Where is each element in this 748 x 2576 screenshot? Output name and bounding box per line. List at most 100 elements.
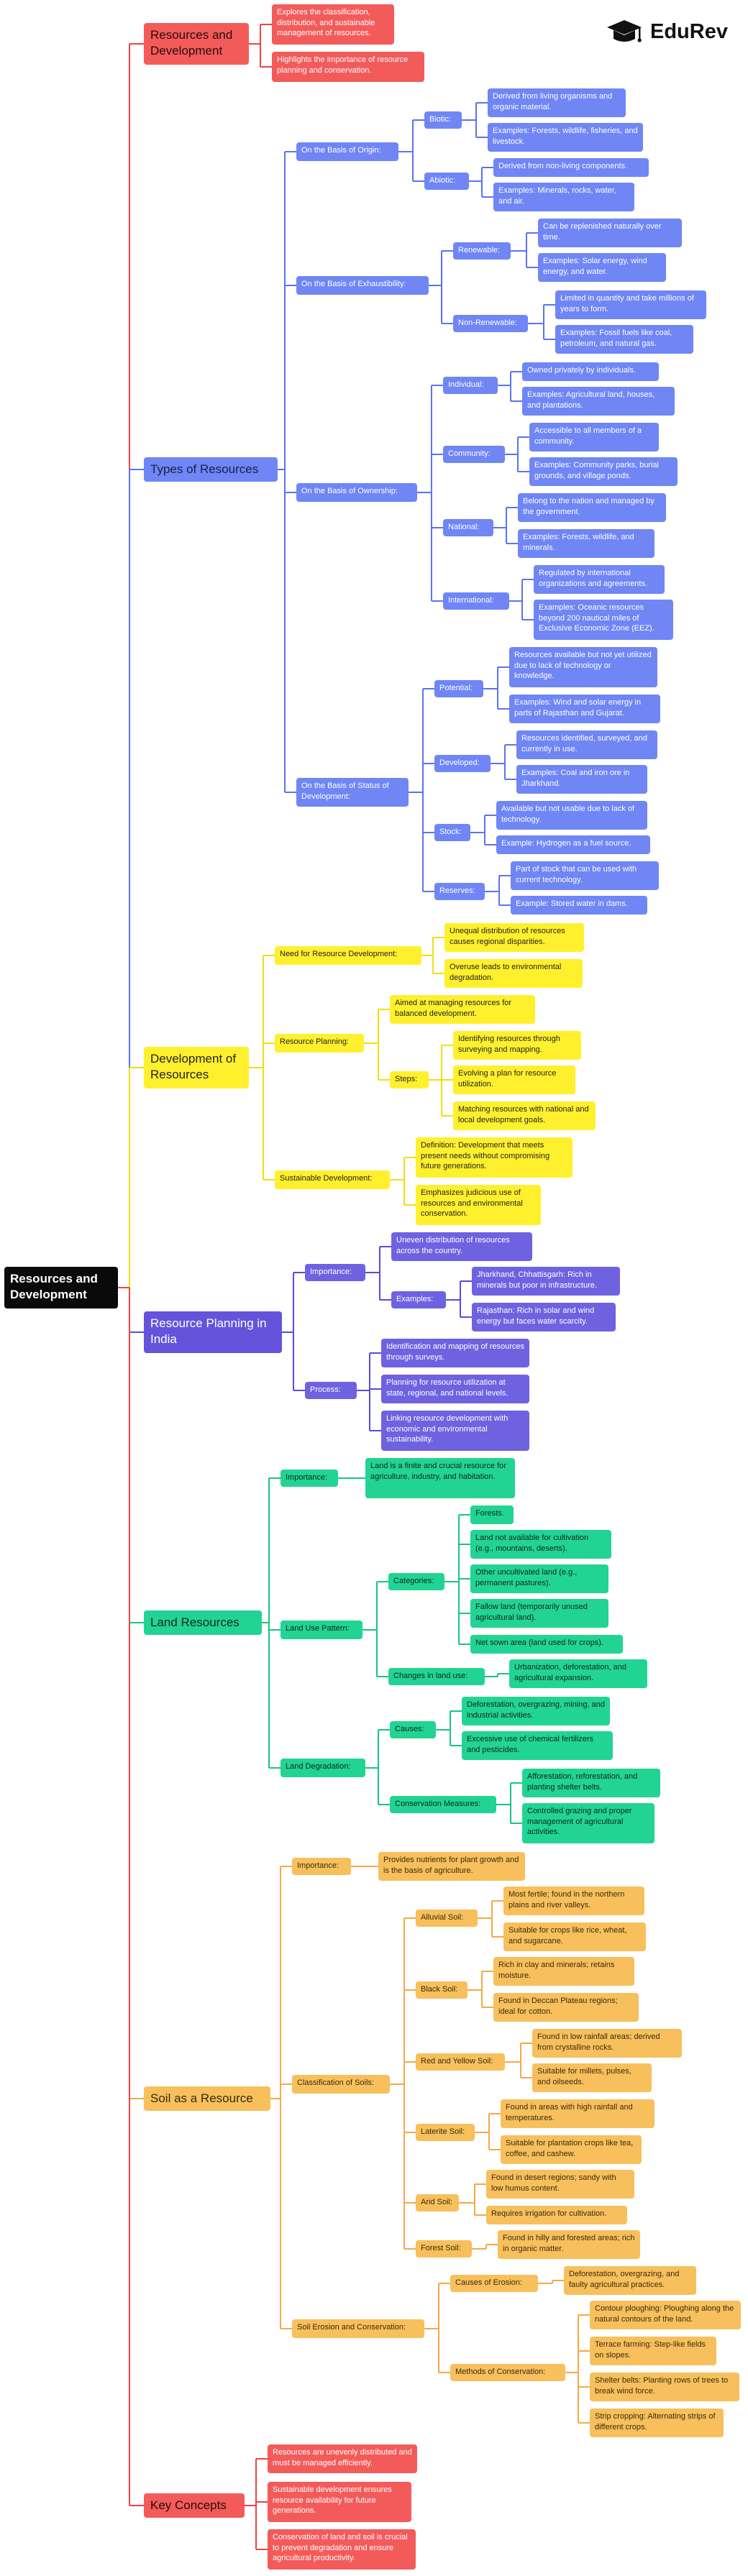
leaf-node: Limited in quantity and take millions of… <box>555 290 706 319</box>
sub-alluvial-soil: Alluvial Soil: <box>416 1910 478 1927</box>
leaf-node: Resources are unevenly distributed and m… <box>268 2444 417 2473</box>
sub-categories: Categories: <box>388 1573 444 1590</box>
sub-national: National: <box>443 519 493 536</box>
leaf-node: Owned privately by individuals. <box>522 362 659 381</box>
leaf-node: Other uncultivated land (e.g., permanent… <box>470 1564 608 1593</box>
leaf-node: Strip cropping: Alternating strips of di… <box>590 2408 724 2437</box>
leaf-node: Highlights the importance of resource pl… <box>272 52 424 82</box>
leaf-node: Afforestation, reforestation, and planti… <box>522 1769 660 1797</box>
leaf-node: Examples: Wind and solar energy in parts… <box>509 695 660 723</box>
sub-potential: Potential: <box>434 680 483 697</box>
category-sustainable-development: Sustainable Development: <box>275 1170 390 1189</box>
leaf-node: Jharkhand, Chhattisgarh: Rich in mineral… <box>472 1267 620 1296</box>
sub-steps: Steps: <box>390 1071 429 1088</box>
leaf-node: Most fertile; found in the northern plai… <box>503 1887 644 1915</box>
category-status-of-development: On the Basis of Status of Development: <box>296 778 409 807</box>
leaf-node: Uneven distribution of resources across … <box>391 1232 532 1261</box>
branch-soil-as-a-resource: Soil as a Resource <box>144 2086 270 2111</box>
category-exhaustibility: On the Basis of Exhaustibility: <box>296 276 429 295</box>
leaf-node: Can be replenished naturally over time. <box>538 219 682 247</box>
leaf-node: Example: Stored water in dams. <box>511 896 647 915</box>
leaf-node: Excessive use of chemical fertilizers an… <box>462 1731 613 1760</box>
leaf-node: Suitable for millets, pulses, and oilsee… <box>532 2063 652 2092</box>
leaf-node: Unequal distribution of resources causes… <box>444 923 584 952</box>
leaf-node: Identification and mapping of resources … <box>381 1339 529 1367</box>
leaf-node: Provides nutrients for plant growth and … <box>378 1852 525 1881</box>
leaf-node: Example: Hydrogen as a fuel source. <box>496 835 650 854</box>
branch-land-resources: Land Resources <box>144 1610 262 1635</box>
leaf-node: Requires irrigation for cultivation. <box>486 2206 627 2224</box>
sub-biotic: Biotic: <box>424 111 462 129</box>
leaf-node: Deforestation, overgrazing, and faulty a… <box>564 2266 696 2295</box>
leaf-node: Explores the classification, distributio… <box>272 4 394 45</box>
sub-methods-of-conservation: Methods of Conservation: <box>450 2364 565 2381</box>
leaf-node: Examples: Agricultural land, houses, and… <box>522 387 675 416</box>
leaf-node: Contour ploughing: Ploughing along the n… <box>590 2301 741 2329</box>
leaf-node: Resources available but not yet utilized… <box>509 647 657 687</box>
branch-development-of-resources: Development of Resources <box>144 1047 249 1088</box>
leaf-node: Found in low rainfall areas; derived fro… <box>532 2029 682 2058</box>
leaf-node: Conservation of land and soil is crucial… <box>268 2529 416 2570</box>
leaf-node: Found in hilly and forested areas; rich … <box>498 2230 640 2259</box>
sub-changes-in-land-use: Changes in land use: <box>388 1668 485 1685</box>
category-land-degradation: Land Degradation: <box>280 1759 365 1777</box>
sub-stock: Stock: <box>434 824 470 841</box>
category-ownership: On the Basis of Ownership: <box>296 483 417 502</box>
category-importance: Importance: <box>305 1264 365 1281</box>
sub-renewable: Renewable: <box>453 242 511 260</box>
sub-examples: Examples: <box>391 1291 446 1308</box>
leaf-node: Found in areas with high rainfall and te… <box>501 2099 654 2128</box>
graduation-cap-icon <box>607 20 642 42</box>
leaf-node: Definition: Development that meets prese… <box>416 1137 573 1178</box>
sub-causes: Causes: <box>390 1721 436 1738</box>
leaf-node: Regulated by international organizations… <box>534 565 665 594</box>
leaf-node: Terrace farming: Step-like fields on slo… <box>590 2337 716 2365</box>
leaf-node: Net sown area (land used for crops). <box>470 1635 623 1654</box>
branch-resource-planning-in-india: Resource Planning in India <box>144 1311 282 1353</box>
leaf-node: Examples: Coal and iron ore in Jharkhand… <box>516 765 647 794</box>
leaf-node: Accessible to all members of a community… <box>529 423 659 452</box>
sub-individual: Individual: <box>443 377 498 394</box>
leaf-node: Examples: Solar energy, wind energy, and… <box>538 253 666 282</box>
leaf-node: Found in Deccan Plateau regions; ideal f… <box>493 1993 639 2022</box>
leaf-node: Examples: Oceanic resources beyond 200 n… <box>534 600 673 640</box>
sub-international: International: <box>443 592 509 610</box>
leaf-node: Rich in clay and minerals; retains moist… <box>493 1957 634 1986</box>
leaf-node: Matching resources with national and loc… <box>453 1101 596 1130</box>
leaf-node: Derived from non-living components. <box>493 158 649 177</box>
leaf-node: Evolving a plan for resource utilization… <box>453 1065 575 1094</box>
category-need: Need for Resource Development: <box>275 946 421 965</box>
leaf-node: Shelter belts: Planting rows of trees to… <box>590 2373 739 2401</box>
leaf-node: Examples: Community parks, burial ground… <box>529 457 678 486</box>
sub-arid-soil: Arid Soil: <box>416 2194 459 2211</box>
sub-reserves: Reserves: <box>434 883 485 900</box>
leaf-node: Identifying resources through surveying … <box>453 1031 581 1060</box>
sub-laterite-soil: Laterite Soil: <box>416 2124 475 2141</box>
leaf-node: Suitable for crops like rice, wheat, and… <box>503 1922 646 1951</box>
leaf-node: Land not available for cultivation (e.g.… <box>470 1530 611 1559</box>
sub-causes-of-erosion: Causes of Erosion: <box>450 2275 538 2292</box>
leaf-node: Fallow land (temporarily unused agricult… <box>470 1599 608 1628</box>
sub-non-renewable: Non-Renewable: <box>453 315 528 332</box>
category-classification-of-soils: Classification of Soils: <box>292 2075 390 2094</box>
sub-red-and-yellow-soil: Red and Yellow Soil: <box>416 2053 505 2071</box>
sub-conservation-measures: Conservation Measures: <box>390 1796 496 1813</box>
leaf-node: Overuse leads to environmental degradati… <box>444 959 583 988</box>
leaf-node: Rajasthan: Rich in solar and wind energy… <box>472 1303 616 1331</box>
branch-key-concepts: Key Concepts <box>144 2493 245 2518</box>
leaf-node: Aimed at managing resources for balanced… <box>390 995 535 1024</box>
leaf-node: Suitable for plantation crops like tea, … <box>501 2135 642 2164</box>
leaf-node: Available but not usable due to lack of … <box>496 801 647 830</box>
category-importance: Importance: <box>280 1470 338 1487</box>
leaf-node: Land is a finite and crucial resource fo… <box>365 1458 515 1498</box>
category-soil-erosion-and-conservation: Soil Erosion and Conservation: <box>292 2319 424 2338</box>
category-origin: On the Basis of Origin: <box>296 142 398 161</box>
leaf-node: Controlled grazing and proper management… <box>522 1803 654 1843</box>
sub-community: Community: <box>443 446 505 463</box>
leaf-node: Examples: Forests, wildlife, and mineral… <box>518 529 654 558</box>
category-land-use-pattern: Land Use Pattern: <box>280 1621 362 1639</box>
leaf-node: Examples: Minerals, rocks, water, and ai… <box>493 183 634 211</box>
brand-name: EduRev <box>650 20 728 43</box>
category-importance: Importance: <box>292 1858 351 1875</box>
